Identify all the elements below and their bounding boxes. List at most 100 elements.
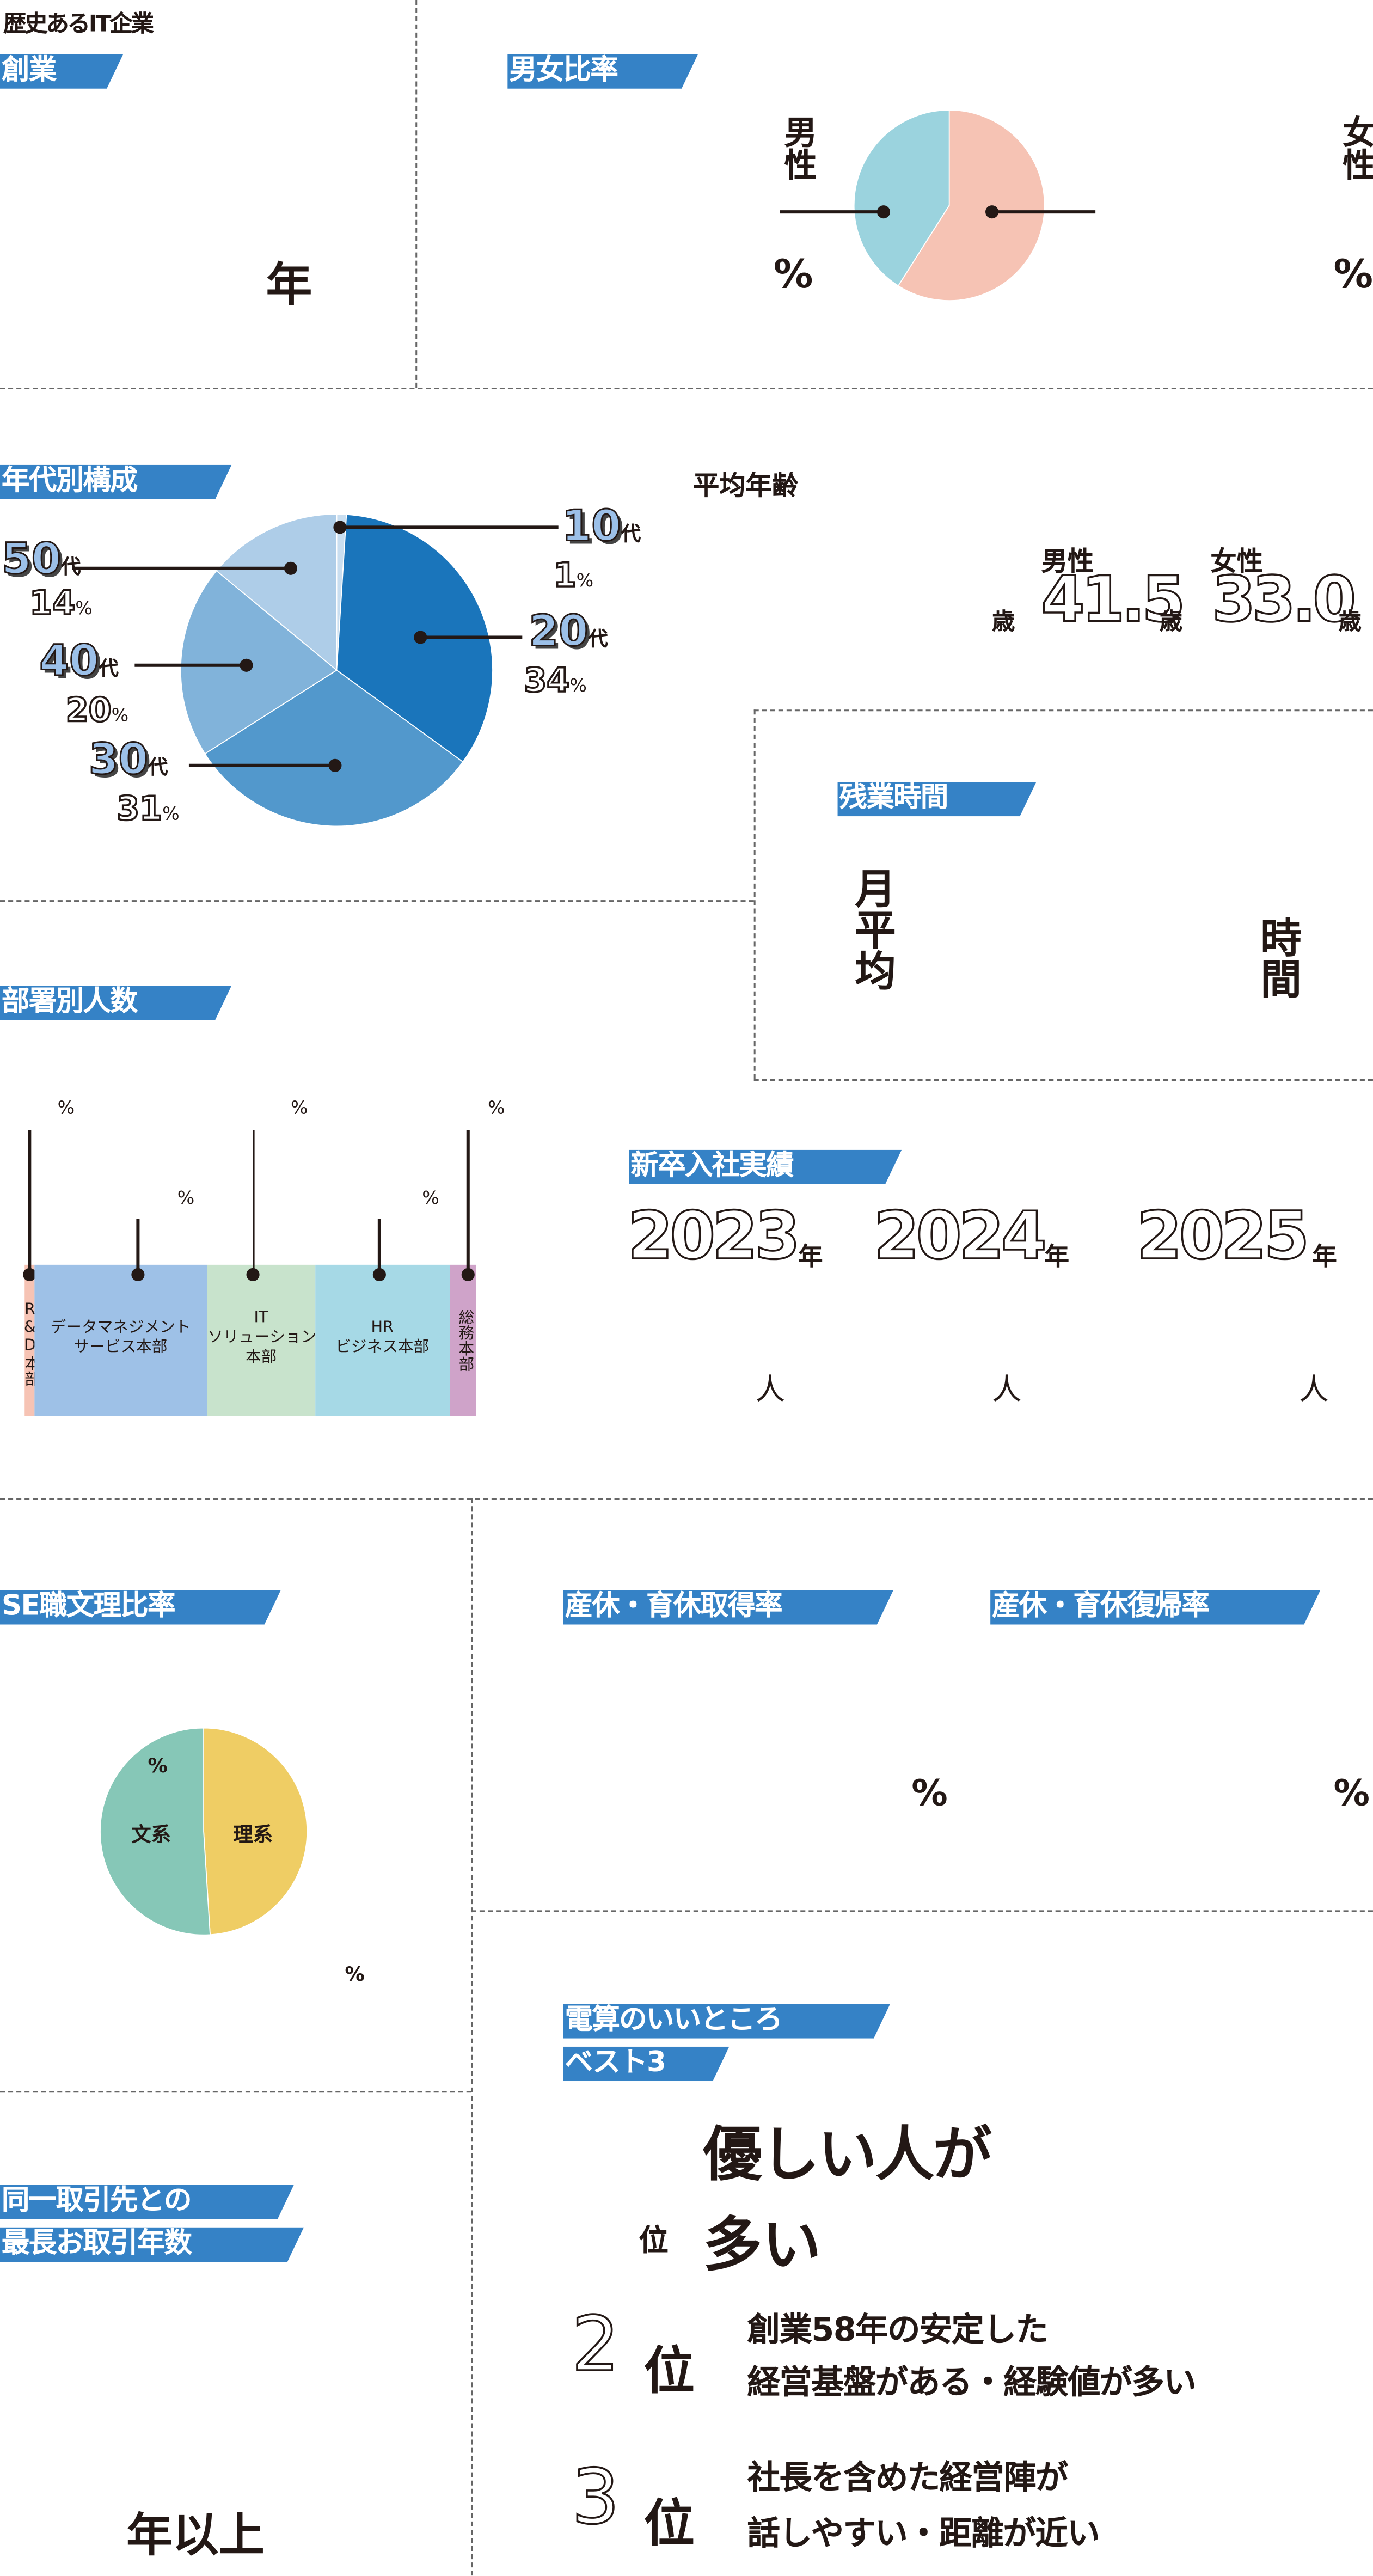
dept-leader-line [467,1130,470,1275]
age-pct-10s: 1% [553,554,594,596]
dept-leader-dot [131,1268,145,1282]
year-unit: 年 [798,1241,823,1271]
gender-slice-男性 [853,109,950,287]
female-leader-line [992,210,1096,213]
best3-title-1: 電算のいいところ [563,2004,890,2038]
dept-segment [24,1264,34,1416]
age-slice-40代 [180,570,338,755]
dept-leader-line [378,1219,381,1275]
leader-dot-50s [284,561,298,575]
divider [471,1910,1373,1912]
dept-leader-dot [461,1268,475,1282]
hires-unit-2024: 人 [992,1373,1022,1408]
leave-return-title: 産休・育休復帰率 [990,1590,1320,1624]
dept-pct-unit: % [177,1188,195,1209]
year-2023: 2023 [627,1198,801,1275]
rank3-line2: 話しやすい・距離が近い [747,2513,1100,2553]
age-slice-30代 [204,669,464,827]
dept-leader-line [137,1219,139,1275]
dept-segment [33,1264,208,1416]
dept-leader-dot [373,1268,387,1282]
gender-slice-女性 [897,109,1045,301]
male-leader-dot [876,205,891,219]
age-label-30s: 30代 [88,735,168,786]
longest-client-title-2: 最長お取引年数 [0,2228,304,2262]
avg-age-male-unit: 歳 [1159,609,1183,636]
leader-line-50s [72,566,291,570]
founding-unit: 年 [266,258,312,313]
year-2024: 2024 [873,1198,1047,1275]
age-pct-20s: 34% [523,659,587,701]
tagline: 歴史あるIT企業 [3,11,154,38]
female-leader-dot [985,205,999,219]
avg-age-male-value: 41.5 [1040,562,1186,637]
rank2-unit: 位 [643,2342,695,2402]
rank1-unit: 位 [639,2224,669,2259]
rikei-label: 理系 [233,1823,273,1846]
se-slice-文系 [100,1727,211,1936]
age-pct-50s: 14% [29,582,93,623]
rank2-number: 2 [571,2299,621,2390]
age-label-20s: 20代 [528,607,608,658]
dept-leader-dot [247,1268,260,1282]
year-unit: 年 [1044,1241,1069,1271]
rank3-number: 3 [571,2451,621,2542]
rank3-unit: 位 [643,2495,695,2554]
leader-dot-10s [333,521,347,534]
dept-pct-unit: % [487,1097,505,1119]
dept-label: データマネジメント サービス本部 [50,1319,191,1357]
age-slice-50代 [216,513,338,671]
rank2-line2: 経営基盤がある・経験値が多い [747,2362,1197,2402]
rank2-line1: 創業58年の安定した [747,2309,1049,2349]
dept-leader-line [252,1130,255,1275]
age-pie-chart [180,513,493,827]
divider [0,900,754,902]
age-title: 年代別構成 [0,465,231,499]
leader-dot-30s [328,758,342,772]
new-grads-title: 新卒入社実績 [629,1150,902,1184]
female-label: 女性 [1337,115,1373,181]
rank1-line2: 多い [703,2212,822,2280]
se-pct-unit-top: % [148,1754,168,1778]
female-pct-unit: % [1333,251,1373,298]
dept-label: 総務本部 [455,1309,473,1372]
dept-label: IT ソリューション 本部 [207,1309,317,1367]
hires-unit-2025: 人 [1299,1373,1329,1408]
se-ratio-pie-chart [100,1727,308,1936]
leave-take-unit: % [911,1774,948,1815]
se-ratio-title: SE職文理比率 [0,1590,281,1624]
overtime-title: 残業時間 [838,782,1037,816]
divider [753,1079,1373,1081]
best3-title-2: ベスト3 [563,2047,730,2081]
se-slice-理系 [203,1727,308,1936]
leader-line-10s [340,525,559,528]
dept-pct-unit: % [290,1097,308,1119]
longest-client-title-1: 同一取引先との [0,2185,294,2219]
avg-age-male-label: 男性 [1041,545,1094,577]
divider [471,1498,473,2576]
age-label-40s: 40代 [39,637,119,688]
hires-unit-2023: 人 [755,1373,785,1408]
dept-segment [314,1264,450,1416]
divider [753,709,1373,712]
rank1-line1: 優しい人が [703,2122,992,2190]
longest-client-unit: 年以上 [126,2508,265,2563]
gender-pie-chart [853,109,1045,301]
avg-age-female-unit: 歳 [1338,609,1362,636]
divider [753,709,756,1079]
avg-age-title: 平均年齢 [693,469,799,501]
avg-age-prefix-unit: 歳 [992,609,1015,636]
leader-line-30s [188,763,335,767]
founding-title: 創業 [0,54,123,89]
dept-segment [207,1264,315,1416]
dept-pct-unit: % [57,1097,75,1119]
leave-return-unit: % [1333,1774,1370,1815]
divider [415,0,418,388]
male-pct-unit: % [773,251,813,298]
dept-pct-unit: % [422,1188,439,1209]
leader-dot-40s [240,658,253,672]
overtime-label: 月平均 [849,867,897,991]
gender-title: 男女比率 [507,54,698,89]
age-label-50s: 50代 [1,535,81,586]
